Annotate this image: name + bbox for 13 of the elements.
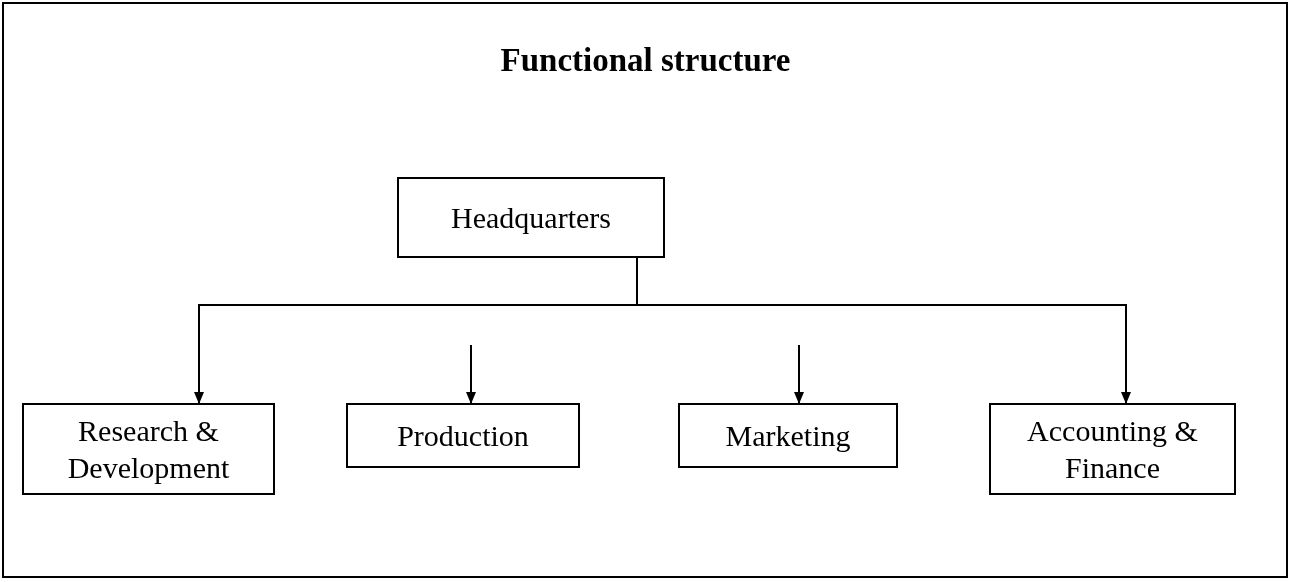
box-label: Accounting & Finance bbox=[1026, 412, 1199, 486]
org-box bbox=[346, 403, 580, 468]
arrow bbox=[466, 344, 476, 404]
org-box bbox=[22, 403, 275, 495]
org-box bbox=[397, 177, 665, 258]
title: Functional structure bbox=[499, 41, 792, 80]
box-label: Production bbox=[397, 417, 529, 454]
box-label: Headquarters bbox=[451, 199, 611, 236]
org-box bbox=[989, 403, 1236, 495]
box-label: Marketing bbox=[725, 417, 851, 454]
box-label: Research & Development bbox=[66, 412, 231, 486]
arrow bbox=[794, 344, 804, 404]
org-box bbox=[678, 403, 898, 468]
